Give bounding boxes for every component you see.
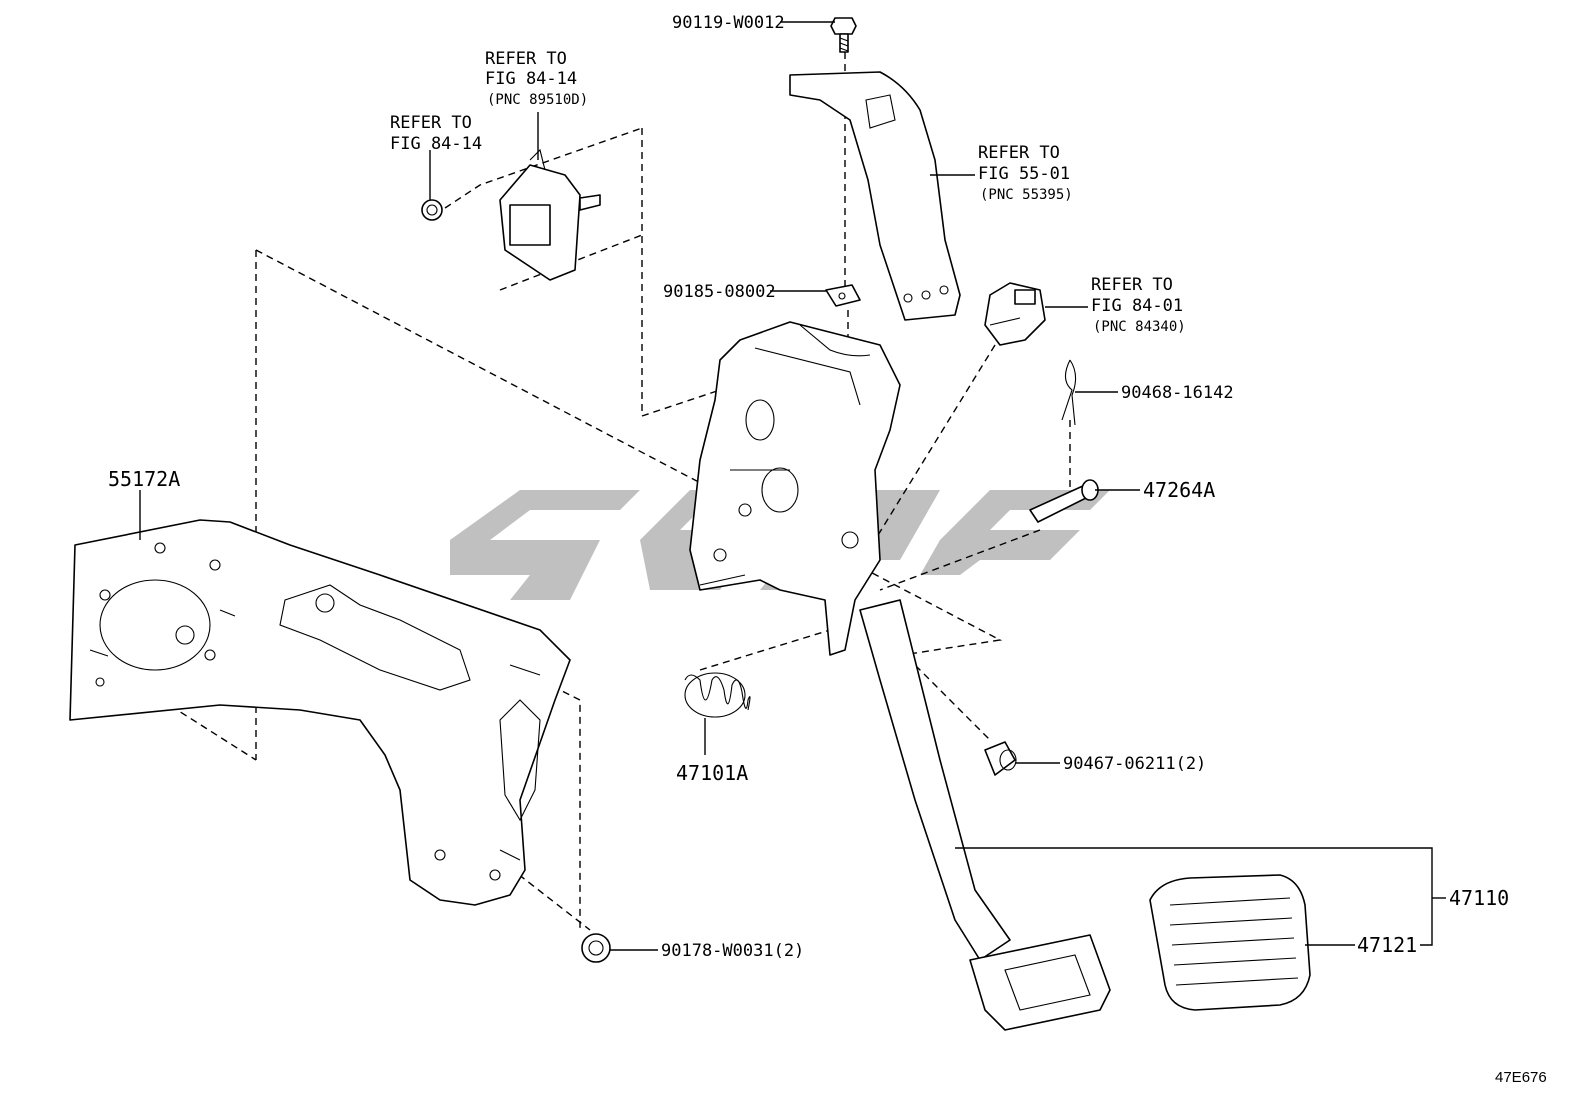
callout-47264A: 47264A [1143,478,1215,502]
nut-90178 [581,933,611,963]
callout-90178: 90178-W0031(2) [661,941,804,961]
ref-small-line2: FIG 84-14 [390,134,482,154]
ref-small-line1: REFER TO [390,113,472,133]
callout-labels: 90119-W0012 90185-08002 90468-16142 4726… [108,13,1509,961]
callout-90119: 90119-W0012 [672,13,785,33]
callout-47110: 47110 [1449,886,1509,910]
callout-90468: 90468-16142 [1121,383,1234,403]
ref-bracket-line1: REFER TO [978,143,1060,163]
ref-top-line1: REFER TO [485,49,567,69]
ref-switch-line2: FIG 84-01 [1091,296,1183,316]
clip-90468 [1061,359,1077,426]
pedal-pad [1149,874,1311,1011]
callout-47101A: 47101A [676,761,748,785]
pedal-support-bracket [689,321,901,656]
ref-bracket-line2: FIG 55-01 [978,164,1070,184]
reference-labels: REFER TO FIG 84-14 (PNC 89510D) REFER TO… [390,49,1186,335]
callout-90185: 90185-08002 [663,282,776,302]
clevis-pin-47264A [1029,479,1099,523]
leader-lines [139,21,1446,951]
callout-47121: 47121 [1357,933,1417,957]
ref-switch-line3: (PNC 84340) [1093,319,1186,335]
brake-pedal-arm [859,599,1111,1031]
callout-90467: 90467-06211(2) [1063,754,1206,774]
ref-top-line2: FIG 84-14 [485,69,577,89]
ref-top-line3: (PNC 89510D) [487,92,588,108]
upper-bracket [789,71,961,321]
dash-panel-bracket [69,519,571,906]
clip-nut-90185 [825,284,861,307]
ref-bracket-line3: (PNC 55395) [980,187,1073,203]
diagram-code: 47E676 [1495,1069,1547,1086]
stop-lamp-switch [984,282,1046,346]
return-spring [684,672,751,718]
callout-55172A: 55172A [108,467,180,491]
nut-90467 [984,741,1017,776]
bolt-90119 [830,17,857,53]
ref-switch-line1: REFER TO [1091,275,1173,295]
pedal-sensor [499,148,601,281]
small-nut [421,199,443,221]
